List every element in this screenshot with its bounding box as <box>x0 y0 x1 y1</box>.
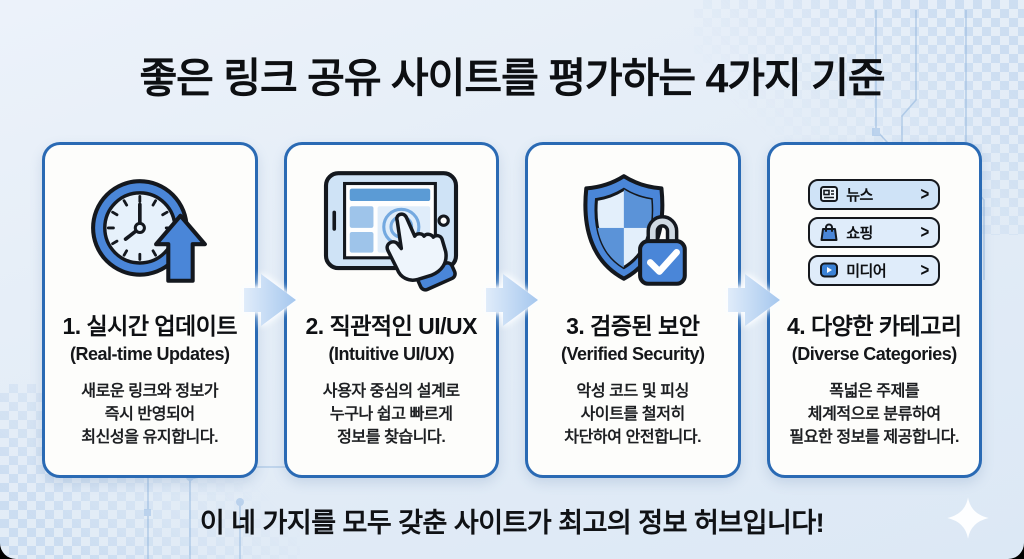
card-diverse-categories: 뉴스 > 쇼핑 > <box>766 142 982 478</box>
category-label: 뉴스 <box>846 186 873 204</box>
card-realtime-updates: 1. 실시간 업데이트 (Real-time Updates) 새로운 링크와 … <box>42 142 258 478</box>
card-subtitle: (Intuitive UI/UX) <box>328 344 455 364</box>
clock-update-icon <box>87 159 213 305</box>
card-subtitle: (Real-time Updates) <box>69 344 230 364</box>
chevron-right-icon: > <box>920 221 930 243</box>
category-label: 쇼핑 <box>846 224 873 242</box>
card-subtitle: (Diverse Categories) <box>791 344 958 364</box>
card-subtitle: (Verified Security) <box>560 344 705 364</box>
chevron-right-icon: > <box>920 259 930 281</box>
category-button-news: 뉴스 > <box>808 178 941 210</box>
touch-ui-icon <box>322 159 460 305</box>
page-title: 좋은 링크 공유 사이트를 평가하는 4가지 기준 <box>139 55 885 101</box>
card-title: 4. 다양한 카테고리 <box>786 313 962 339</box>
card-intuitive-uiux: 2. 직관적인 UI/UX (Intuitive UI/UX) 사용자 중심의 … <box>283 142 499 478</box>
footer-summary: 이 네 가지를 모두 갖춘 사이트가 최고의 정보 허브입니다! <box>199 508 825 538</box>
category-button-shopping: 쇼핑 > <box>808 216 941 248</box>
category-button-media: 미디어 > <box>808 254 941 286</box>
card-description: 악성 코드 및 피싱 사이트를 철저히 차단하여 안전합니다. <box>564 383 702 447</box>
shield-lock-icon <box>566 159 700 305</box>
card-verified-security: 3. 검증된 보안 (Verified Security) 악성 코드 및 피싱… <box>525 142 741 478</box>
chevron-right-icon: > <box>920 183 930 205</box>
newspaper-icon <box>820 186 839 202</box>
card-title: 2. 직관적인 UI/UX <box>305 313 478 339</box>
shopping-bag-icon <box>820 223 838 241</box>
card-title: 3. 검증된 보안 <box>566 313 700 339</box>
category-buttons-icon: 뉴스 > 쇼핑 > <box>808 159 941 305</box>
card-description: 폭넓은 주제를 체계적으로 분류하여 필요한 정보를 제공합니다. <box>789 383 960 447</box>
card-description: 사용자 중심의 설계로 누구나 쉽고 빠르게 정보를 찾습니다. <box>322 383 460 447</box>
media-play-icon <box>820 262 839 278</box>
card-description: 새로운 링크와 정보가 즉시 반영되어 최신성을 유지합니다. <box>81 383 219 447</box>
card-title: 1. 실시간 업데이트 <box>62 313 238 339</box>
criteria-cards-row: 1. 실시간 업데이트 (Real-time Updates) 새로운 링크와 … <box>42 142 982 478</box>
category-label: 미디어 <box>846 262 887 280</box>
